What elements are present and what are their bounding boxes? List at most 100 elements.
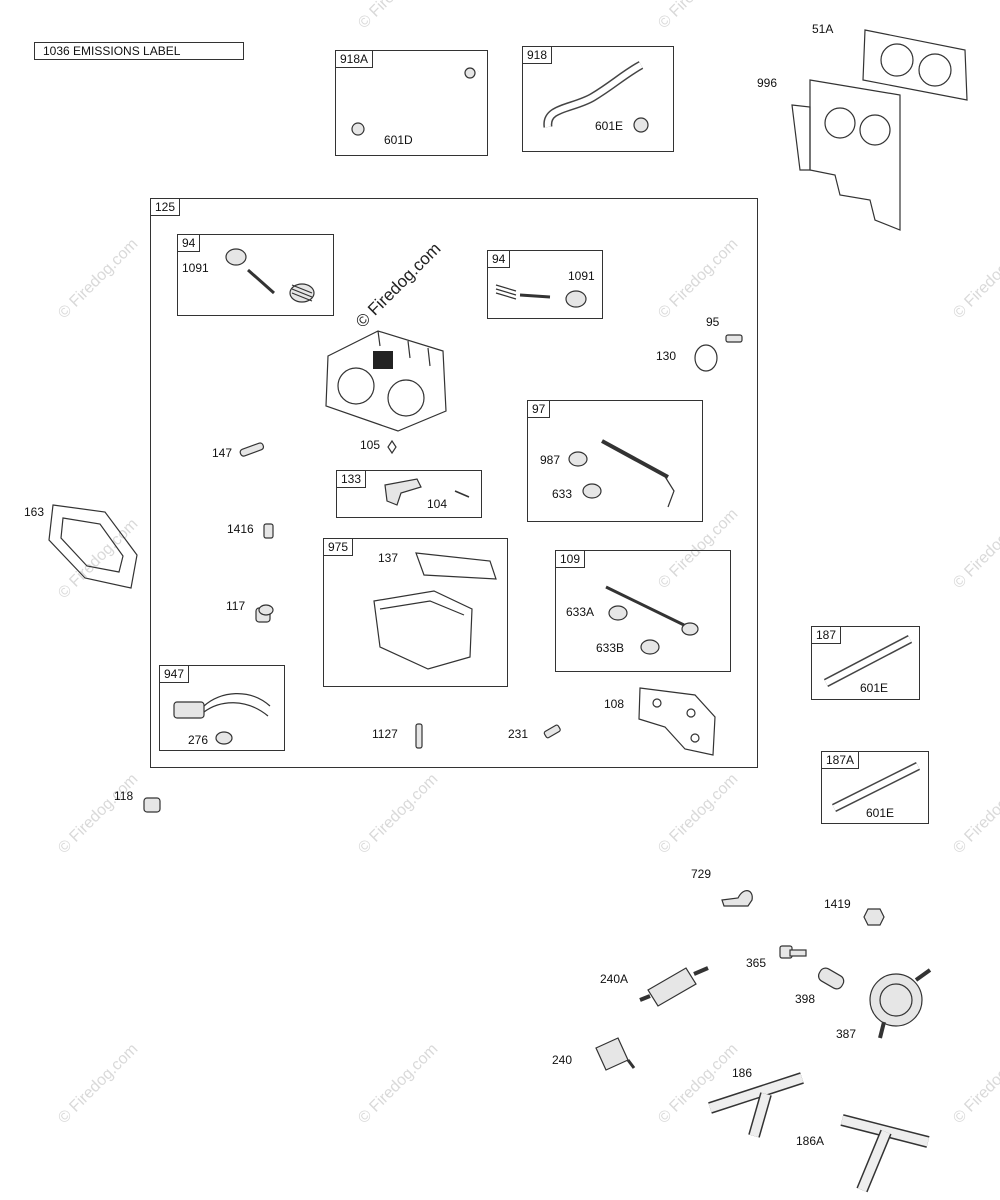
fuel-pump-387 bbox=[869, 968, 932, 1039]
box-975: 975 137 bbox=[323, 538, 508, 687]
box-125: 125 bbox=[150, 198, 758, 768]
part-1416 bbox=[263, 523, 274, 539]
part-240A-label: 240A bbox=[600, 972, 629, 986]
nut-1419 bbox=[863, 908, 885, 926]
box-187A-tag: 187A bbox=[821, 751, 860, 769]
part-601E-label: 601E bbox=[595, 119, 624, 133]
watermark: © Firedog.com bbox=[355, 0, 442, 33]
part-601E-label: 601E bbox=[866, 806, 895, 820]
part-1127-label: 1127 bbox=[372, 727, 398, 741]
shaft-97 bbox=[568, 439, 675, 508]
box-975-tag: 975 bbox=[323, 538, 354, 556]
screw-1127 bbox=[415, 723, 423, 749]
box-187A: 187A 601E bbox=[821, 751, 929, 824]
screw-spring-94-left bbox=[225, 248, 315, 303]
watermark: © Firedog.com bbox=[55, 235, 142, 323]
box-94-left-tag: 94 bbox=[177, 234, 201, 252]
box-918A-tag: 918A bbox=[335, 50, 374, 68]
box-94-right: 94 1091 bbox=[487, 250, 603, 319]
hose-918 bbox=[543, 61, 649, 133]
clamp-729 bbox=[721, 890, 753, 907]
part-51A-label: 51A bbox=[812, 22, 834, 36]
box-133-tag: 133 bbox=[336, 470, 367, 488]
screw-365 bbox=[779, 945, 807, 959]
solenoid-947 bbox=[173, 693, 271, 745]
box-109-tag: 109 bbox=[555, 550, 586, 568]
box-94-left: 94 1091 bbox=[177, 234, 334, 316]
watermark: © Firedog.com bbox=[355, 1040, 442, 1128]
part-105-label: 105 bbox=[360, 438, 381, 452]
part-729-label: 729 bbox=[691, 867, 712, 881]
part-1091-label: 1091 bbox=[182, 261, 209, 275]
part-1419-label: 1419 bbox=[824, 897, 851, 911]
tee-fitting-186A bbox=[840, 1114, 930, 1193]
box-97: 97 987 633 bbox=[527, 400, 703, 522]
part-601E-label: 601E bbox=[860, 681, 889, 695]
part-147-label: 147 bbox=[212, 446, 233, 460]
part-163-label: 163 bbox=[24, 505, 45, 519]
box-187: 187 601E bbox=[811, 626, 920, 700]
box-94-right-tag: 94 bbox=[487, 250, 511, 268]
part-117-label: 117 bbox=[226, 599, 246, 613]
watermark: © Firedog.com bbox=[950, 235, 1000, 323]
hose-187 bbox=[823, 635, 913, 687]
watermark: © Firedog.com bbox=[950, 770, 1000, 858]
part-108-label: 108 bbox=[604, 697, 625, 711]
box-109: 109 633A 633B bbox=[555, 550, 731, 672]
fuel-filter-240 bbox=[595, 1037, 636, 1071]
part-633-label: 633 bbox=[552, 487, 573, 501]
box-947-tag: 947 bbox=[159, 665, 190, 683]
part-240-label: 240 bbox=[552, 1053, 573, 1067]
watermark: © Firedog.com bbox=[55, 770, 142, 858]
plate-996 bbox=[791, 79, 901, 231]
part-1091-label: 1091 bbox=[568, 269, 595, 283]
part-633A-label: 633A bbox=[566, 605, 595, 619]
hose-918A bbox=[351, 67, 480, 136]
tee-fitting-186 bbox=[708, 1072, 804, 1138]
watermark: © Firedog.com bbox=[950, 1040, 1000, 1128]
part-987-label: 987 bbox=[540, 453, 561, 467]
part-95-label: 95 bbox=[706, 315, 720, 329]
emissions-label: 1036 EMISSIONS LABEL bbox=[34, 42, 244, 60]
gasket-163 bbox=[48, 504, 138, 589]
part-118-label: 118 bbox=[114, 789, 134, 803]
bracket-108 bbox=[638, 687, 716, 756]
part-996-label: 996 bbox=[757, 76, 778, 90]
part-387-label: 387 bbox=[836, 1027, 857, 1041]
box-947: 947 276 bbox=[159, 665, 285, 751]
gasket-51A bbox=[862, 29, 968, 101]
shaft-109 bbox=[605, 585, 699, 655]
part-365-label: 365 bbox=[746, 956, 767, 970]
part-276-label: 276 bbox=[188, 733, 209, 747]
part-633B-label: 633B bbox=[596, 641, 625, 655]
box-918A: 918A 601D bbox=[335, 50, 488, 156]
screw-95 bbox=[725, 334, 743, 343]
part-1416-label: 1416 bbox=[227, 522, 254, 536]
box-97-tag: 97 bbox=[527, 400, 551, 418]
box-918: 918 601E bbox=[522, 46, 674, 152]
part-601D-label: 601D bbox=[384, 133, 413, 147]
carburetor-body bbox=[325, 330, 447, 432]
sleeve-398 bbox=[817, 967, 845, 990]
part-137-label: 137 bbox=[378, 551, 399, 565]
watermark: © Firedog.com bbox=[950, 505, 1000, 593]
box-918-tag: 918 bbox=[522, 46, 553, 64]
part-398-label: 398 bbox=[795, 992, 816, 1006]
part-231-label: 231 bbox=[508, 727, 529, 741]
fuel-filter-240A bbox=[639, 966, 709, 1007]
pin-147 bbox=[239, 442, 265, 457]
hose-187A bbox=[831, 761, 921, 813]
part-130-label: 130 bbox=[656, 349, 677, 363]
plate-130 bbox=[694, 344, 718, 372]
watermark: © Firedog.com bbox=[55, 1040, 142, 1128]
watermark: © Firedog.com bbox=[355, 770, 442, 858]
watermark: © Firedog.com bbox=[655, 770, 742, 858]
screw-231 bbox=[543, 724, 561, 739]
watermark: © Firedog.com bbox=[655, 0, 742, 33]
screw-spring-94-right bbox=[495, 284, 587, 308]
part-104-label: 104 bbox=[427, 497, 448, 511]
box-133: 133 104 bbox=[336, 470, 482, 518]
plug-117 bbox=[255, 604, 274, 623]
box-187-tag: 187 bbox=[811, 626, 842, 644]
part-186-label: 186 bbox=[732, 1066, 753, 1080]
